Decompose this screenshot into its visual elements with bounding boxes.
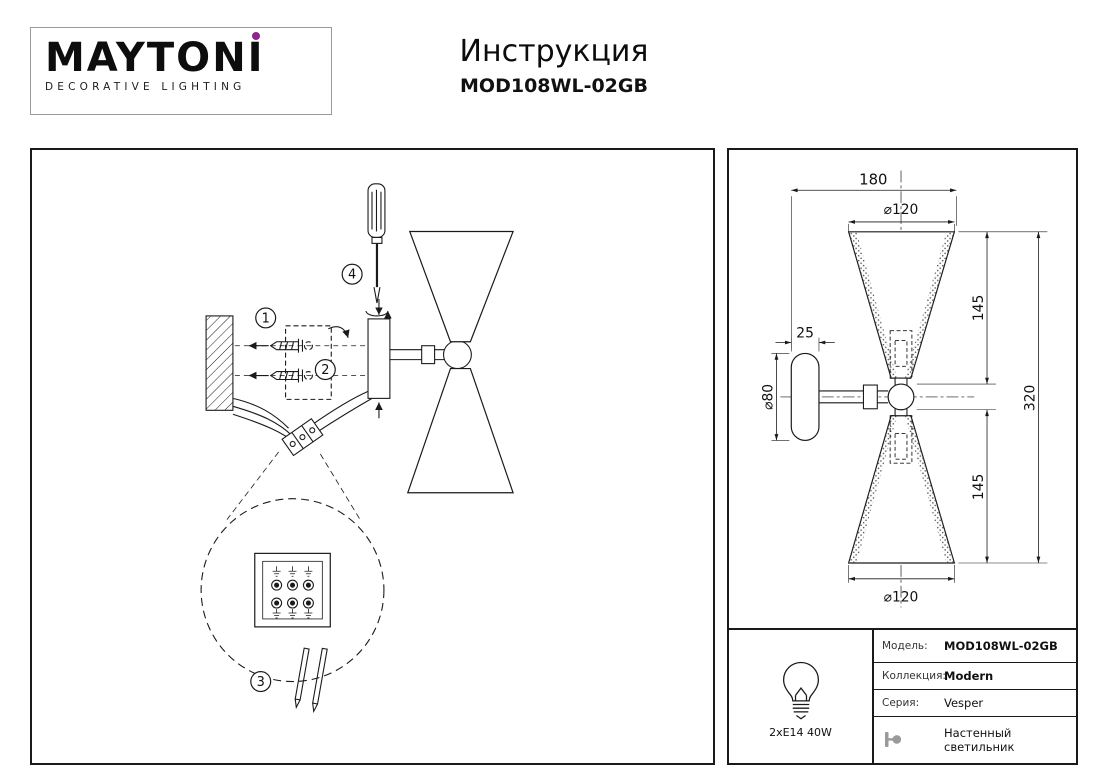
assembly-drawing: 1 2 3 4: [200, 183, 514, 714]
logo-accent-dot: [252, 32, 261, 40]
lamp-sphere: [442, 340, 472, 370]
sconce-icon: [882, 729, 944, 751]
mounting-guide-lines: [234, 345, 367, 376]
spec-row-model: Модель: MOD108WL-02GB: [874, 630, 1076, 663]
spec-table: Модель: MOD108WL-02GB Коллекция: Modern …: [874, 630, 1076, 763]
spec-row-type: Настенный светильник: [874, 717, 1076, 763]
terminal-connector: [281, 417, 324, 457]
extension-lines: [771, 196, 1048, 583]
spec-collection-label: Коллекция:: [882, 670, 946, 682]
lamp-shade-bottom: [406, 367, 514, 494]
dim-plate-diameter-label: ⌀80: [760, 384, 776, 410]
spec-model-label: Модель:: [882, 640, 928, 652]
spec-collection-value: Modern: [944, 669, 994, 683]
step-badges: [250, 263, 363, 693]
dimensions-panel: 180 ⌀120 25 ⌀80 145 145 320 ⌀120: [727, 148, 1078, 765]
step-3-number: 3: [257, 675, 265, 690]
rotate-arrow-icon: [365, 310, 392, 319]
step-4-badge: [341, 263, 363, 285]
dim-top-diameter-label: ⌀120: [884, 202, 919, 218]
step-1-badge: [255, 307, 277, 329]
brand-tagline: DECORATIVE LIGHTING: [45, 81, 246, 93]
step-2-number: 2: [321, 363, 329, 378]
dim-total-height-label: 320: [1022, 385, 1038, 411]
shade-top-profile: [847, 231, 956, 379]
dim-arm-label: 25: [796, 326, 814, 342]
spec-model-value: MOD108WL-02GB: [944, 639, 1058, 653]
dimension-drawing: 180 ⌀120 25 ⌀80 145 145 320 ⌀120: [760, 170, 1048, 608]
detail-circle: [200, 498, 385, 683]
spec-series-label: Серия:: [882, 697, 920, 709]
mounting-screws: [269, 338, 304, 384]
step-3-badge: [250, 671, 272, 693]
detail-leader-lines: [226, 451, 361, 520]
step-1-number: 1: [262, 311, 270, 326]
hook-arrow-icon: [328, 326, 350, 338]
dimension-lines: [774, 188, 1041, 581]
wall-section: [205, 315, 234, 411]
wall-plate-profile: [790, 352, 820, 442]
shade-bottom-profile: [847, 415, 956, 564]
brand-letter-i: I: [248, 32, 265, 78]
step-2-badge: [314, 359, 336, 381]
spec-section: 2xE14 40W Модель: MOD108WL-02GB Коллекци…: [729, 628, 1076, 763]
lamp-backplate: [367, 299, 391, 419]
spec-series-value: Vesper: [944, 696, 984, 710]
bulb-icon: [782, 661, 819, 719]
terminal-marking-icons: [272, 566, 313, 619]
lamp-shade-top: [408, 230, 514, 343]
spec-row-collection: Коллекция: Modern: [874, 663, 1076, 690]
dim-bottom-diameter-label: ⌀120: [884, 590, 919, 606]
mounting-pins: [294, 647, 328, 714]
bulb-spec-cell: 2xE14 40W: [729, 630, 874, 763]
lamp-arm: [389, 345, 446, 365]
screwdriver-icon: [365, 183, 392, 319]
dim-width-label: 180: [859, 171, 887, 188]
assembly-panel: 1 2 3 4: [30, 148, 715, 765]
insert-arrows: [248, 341, 269, 380]
dim-bottom-height-label: 145: [971, 474, 987, 500]
spec-type-value: Настенный светильник: [944, 726, 1015, 754]
bulb-spec-label: 2xE14 40W: [769, 725, 832, 739]
sphere-joint: [887, 383, 915, 411]
dim-top-height-label: 145: [971, 295, 987, 321]
terminal-block-detail: [254, 552, 331, 628]
spec-row-series: Серия: Vesper: [874, 690, 1076, 717]
brand-text: MAYTON: [45, 35, 248, 81]
step-4-number: 4: [348, 268, 356, 283]
arm-profile: [818, 384, 889, 410]
